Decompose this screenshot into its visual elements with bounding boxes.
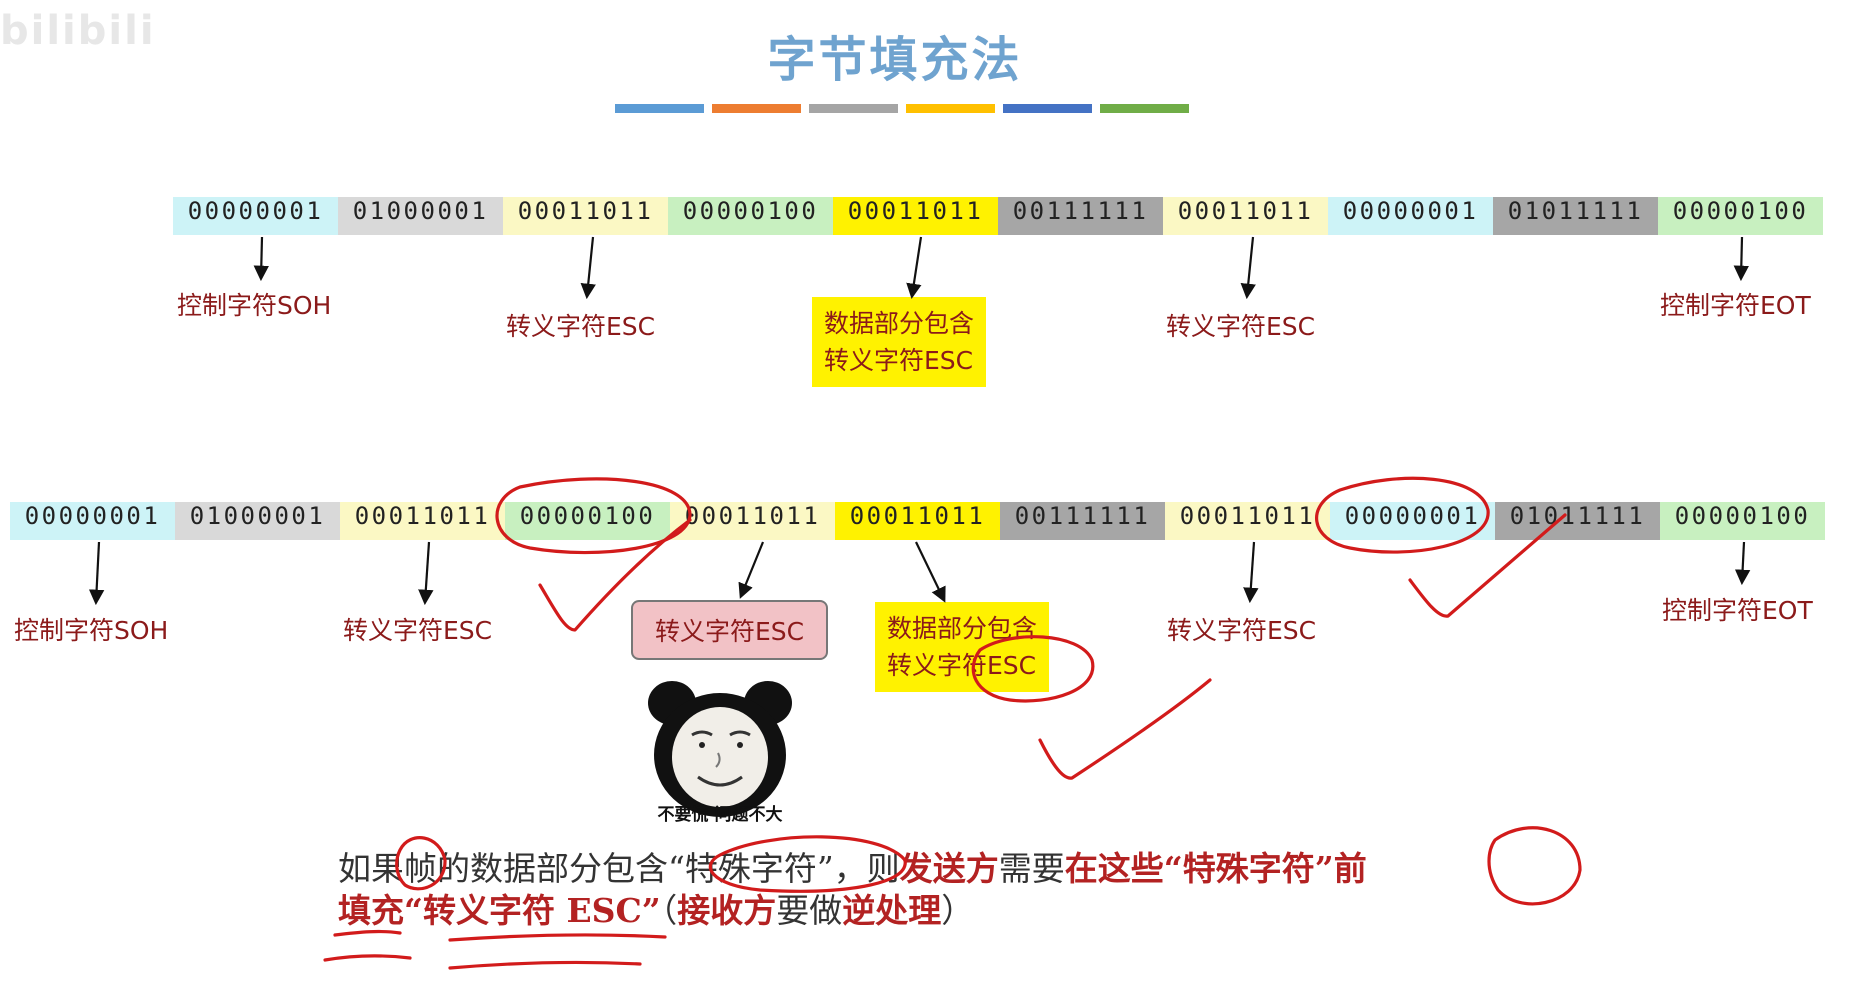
caption-highlight: 在这些“特殊字符”前: [1064, 849, 1367, 888]
explanation-line-1: 如果帧的数据部分包含“特殊字符”，则发送方需要在这些“特殊字符”前: [338, 842, 1367, 890]
byte-cell: 00000100: [1660, 502, 1825, 540]
handwritten-circle: [1487, 826, 1582, 906]
caption-highlight: 发送方: [899, 849, 999, 888]
label-soh: 控制字符SOH: [14, 616, 169, 645]
label-line: 转义字符ESC: [824, 346, 974, 375]
color-bar: [712, 104, 801, 113]
label-esc: 转义字符ESC: [1166, 312, 1316, 341]
arrow: [253, 236, 269, 282]
byte-cell: 00011011: [503, 197, 668, 235]
byte-cell: 01011111: [1493, 197, 1658, 235]
handwritten-underline: [333, 929, 402, 937]
arrow: [1240, 236, 1256, 300]
label-esc: 转义字符ESC: [1167, 616, 1317, 645]
slide-title: 字节填充法: [767, 32, 1023, 88]
frame-original: 00000001 01000001 00011011 00000100 0001…: [173, 197, 1823, 235]
caption-highlight: 接收方: [677, 891, 777, 930]
byte-cell: 00000001: [1328, 197, 1493, 235]
byte-cell: 00011011: [1165, 502, 1330, 540]
handwritten-underline: [448, 933, 667, 942]
arrow: [418, 541, 434, 606]
bilibili-watermark: bilibili: [0, 8, 156, 54]
byte-cell: 00011011: [1163, 197, 1328, 235]
frame-stuffed: 00000001 01000001 00011011 00000100 0001…: [10, 502, 1825, 540]
byte-cell: 00011011: [670, 502, 835, 540]
caption-text: ）: [941, 891, 975, 930]
caption-highlight: 逆处理: [842, 891, 942, 930]
label-eot: 控制字符EOT: [1662, 596, 1813, 625]
caption-text: 需要: [998, 849, 1065, 888]
byte-cell: 01011111: [1495, 502, 1660, 540]
arrow: [1243, 541, 1259, 604]
label-line: 数据部分包含: [887, 614, 1038, 643]
byte-cell: 00011011: [340, 502, 505, 540]
byte-cell: 00000001: [173, 197, 338, 235]
byte-cell: 00111111: [998, 197, 1163, 235]
label-stuffed-esc: 转义字符ESC: [631, 600, 829, 660]
arrow: [1733, 236, 1749, 282]
byte-cell: 00000100: [505, 502, 670, 540]
byte-cell: 00000001: [10, 502, 175, 540]
caption-text: 如果帧的数据部分包含“特殊字符”，则: [338, 849, 900, 888]
arrow: [915, 541, 946, 603]
label-line: 数据部分包含: [824, 309, 975, 338]
label-esc: 转义字符ESC: [506, 312, 656, 341]
byte-cell: 00000100: [1658, 197, 1823, 235]
color-bar: [1003, 104, 1092, 113]
byte-cell: 00011011: [835, 502, 1000, 540]
byte-cell: 00000100: [668, 197, 833, 235]
byte-cell: 01000001: [175, 502, 340, 540]
title-color-bars: [615, 104, 1189, 113]
color-bar: [906, 104, 995, 113]
byte-cell: 00011011: [833, 197, 998, 235]
color-bar: [809, 104, 898, 113]
caption-text: （: [660, 891, 678, 930]
caption-text: 要做: [776, 891, 843, 930]
handwritten-underline: [448, 960, 642, 970]
explanation-line-2: 填充“转义字符 ESC”（接收方要做逆处理）: [338, 884, 974, 932]
panda-meme-image: [648, 681, 792, 817]
handwritten-checkmark: [1038, 678, 1212, 780]
handwritten-underline: [323, 954, 412, 962]
color-bar: [615, 104, 704, 113]
label-soh: 控制字符SOH: [177, 291, 332, 320]
color-bar: [1100, 104, 1189, 113]
byte-cell: 01000001: [338, 197, 503, 235]
caption-highlight: 填充“转义字符 ESC”: [338, 891, 661, 930]
label-esc: 转义字符ESC: [343, 616, 493, 645]
byte-cell: 00111111: [1000, 502, 1165, 540]
label-data-contains-esc: 数据部分包含 转义字符ESC: [812, 297, 987, 387]
byte-cell: 00000001: [1330, 502, 1495, 540]
label-data-contains-esc: 数据部分包含 转义字符ESC: [875, 602, 1050, 692]
label-line: 转义字符ESC: [887, 651, 1037, 680]
meme-caption: 不要慌 问题不大: [657, 805, 783, 825]
arrow: [906, 236, 923, 300]
label-eot: 控制字符EOT: [1660, 291, 1811, 320]
arrow: [88, 541, 105, 606]
arrow: [580, 236, 596, 300]
arrow: [738, 541, 765, 599]
arrow: [1734, 541, 1751, 586]
